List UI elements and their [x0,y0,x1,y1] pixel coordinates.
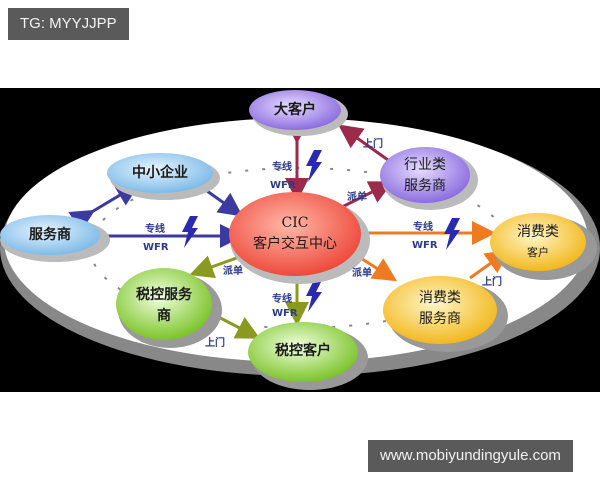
sme-label: 中小企业 [132,165,188,181]
edge-label-wfr-right: WFR [412,240,438,251]
node-cic[interactable] [229,192,361,276]
node-consumer-customer[interactable] [490,213,586,271]
lightning-icons [182,150,460,312]
tax-provider-line2: 商 [157,308,171,324]
lightning-icon [306,280,322,312]
big-customer-label: 大客户 [274,102,316,118]
node-sme[interactable] [107,153,213,193]
tax-provider-line1: 税控服务 [136,287,192,303]
node-tax-provider[interactable] [116,268,212,340]
edge-label-dedicated-left: 专线 [145,224,165,235]
edge-label-dedicated-right: 专线 [413,222,433,233]
edge-label-wfr-bottom: WFR [272,308,298,319]
edge-label-wfr-left: WFR [143,242,169,253]
consumer-provider-line1: 消费类 [419,290,461,306]
cic-subtitle: 客户交互中心 [253,236,337,252]
edge-label-wfr-top: WFR [270,180,296,191]
lightning-icon [306,150,322,182]
node-big-customer[interactable] [249,90,341,130]
edge-label-dispatch-right: 派单 [352,268,372,279]
edge-label-dispatch-left: 派单 [223,266,243,277]
edge-label-onsite-right: 上门 [482,277,502,288]
consumer-customer-line2: 客户 [527,246,549,259]
edge-label-dispatch-top: 派单 [347,192,367,203]
edges [68,120,510,339]
watermark-bottom-right: www.mobiyundingyule.com [368,440,573,472]
edge-label-onsite-top: 上门 [363,139,383,150]
cic-title: CIC [281,215,309,231]
tax-customer-label: 税控客户 [275,343,331,359]
node-tax-customer[interactable] [248,322,358,382]
node-consumer-provider[interactable] [383,276,497,344]
lightning-icon [182,216,198,248]
node-industry-provider[interactable] [380,147,470,203]
lightning-icon [444,218,460,250]
diagram-canvas [0,90,600,390]
node-service-provider[interactable] [0,215,100,255]
edge-label-dedicated-top: 专线 [272,162,292,173]
service-provider-label: 服务商 [29,227,71,243]
industry-provider-line1: 行业类 [404,157,446,173]
edge-label-dedicated-bottom: 专线 [272,294,292,305]
diagram-panel: CIC 客户交互中心 大客户 中小企业 服务商 行业类 服务商 消费类 客户 消… [0,88,600,392]
consumer-customer-line1: 消费类 [517,224,559,240]
watermark-top-left: TG: MYYJJPP [8,8,129,40]
industry-provider-line2: 服务商 [404,178,446,194]
edge-label-onsite-bottom: 上门 [205,338,225,349]
consumer-provider-line2: 服务商 [419,311,461,327]
